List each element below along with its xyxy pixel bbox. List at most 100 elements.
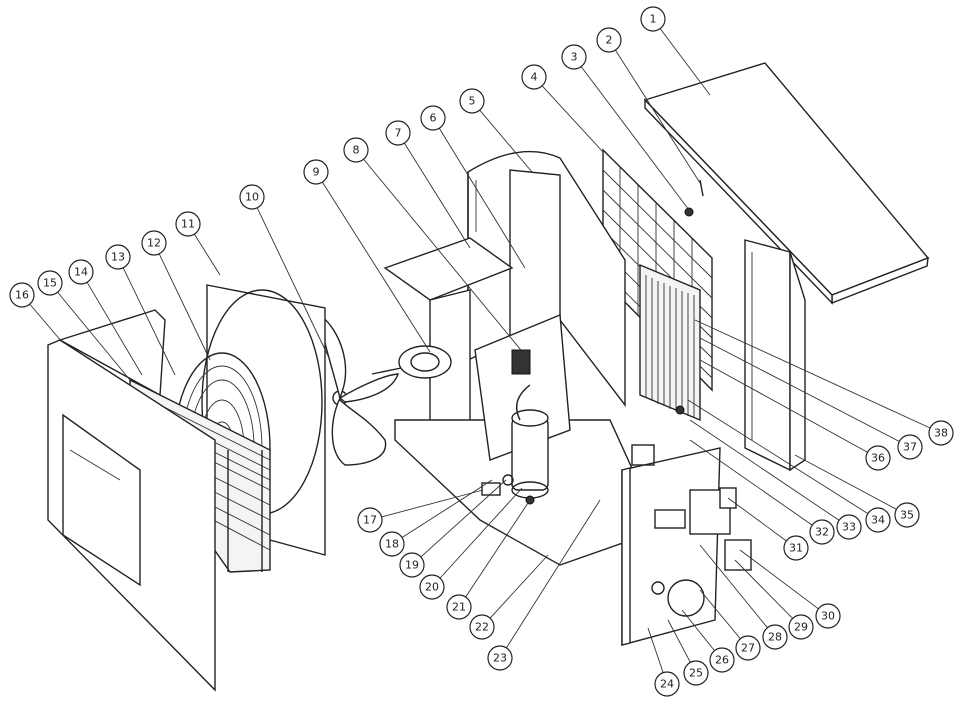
callout-leader-line	[401, 479, 493, 538]
callout-number: 8	[353, 144, 360, 157]
callout-8: 8	[343, 137, 526, 356]
callout-24: 24	[647, 627, 680, 697]
callout-bubble	[654, 671, 680, 697]
callout-28: 28	[699, 544, 788, 650]
callout-29: 29	[734, 559, 814, 640]
callout-10: 10	[239, 184, 331, 361]
callout-bubble	[865, 445, 891, 471]
callout-leader-line	[667, 619, 691, 663]
callout-number: 37	[903, 441, 917, 454]
callout-leader-line	[794, 454, 897, 510]
callout-16: 16	[9, 282, 63, 343]
callout-leader-line	[322, 181, 431, 353]
callout-bubble	[836, 514, 862, 540]
valve-fittings	[481, 474, 514, 496]
callout-36: 36	[699, 359, 891, 471]
callout-bubble	[239, 184, 265, 210]
callout-leader-line	[29, 303, 63, 343]
callout-number: 29	[794, 621, 808, 634]
callout-bubble	[459, 88, 485, 114]
callout-34: 34	[687, 399, 891, 533]
partition-panel	[383, 237, 514, 462]
callout-bubble	[487, 645, 513, 671]
callout-leader-line	[438, 127, 526, 269]
callout-bubble	[420, 105, 446, 131]
callout-30: 30	[739, 549, 841, 629]
fastener-parts	[684, 179, 704, 217]
callout-bubble	[303, 159, 329, 185]
callout-leader-line	[403, 142, 471, 249]
callout-bubble	[379, 531, 405, 557]
callout-9: 9	[303, 159, 431, 353]
callout-14: 14	[68, 259, 143, 376]
callout-number: 32	[815, 526, 829, 539]
callout-leader-line	[734, 559, 793, 619]
callout-leader-line	[479, 109, 533, 173]
callout-number: 2	[606, 34, 613, 47]
callout-leader-line	[681, 609, 715, 651]
evaporator-coil	[639, 263, 701, 422]
callout-number: 27	[741, 642, 755, 655]
callout-leader-line	[86, 282, 143, 376]
callout-11: 11	[175, 211, 221, 276]
callout-33: 33	[689, 419, 862, 540]
callout-bubble	[783, 535, 809, 561]
callout-bubble	[68, 259, 94, 285]
callout-bubble	[105, 244, 131, 270]
base-tray	[394, 419, 661, 566]
callout-leader-line	[489, 554, 549, 619]
callout-number: 31	[789, 542, 803, 555]
callout-number: 14	[74, 266, 88, 279]
callout-leader-line	[363, 158, 526, 356]
callout-21: 21	[446, 499, 531, 620]
fan-motor	[371, 345, 452, 379]
callout-bubble	[683, 660, 709, 686]
callout-number: 6	[430, 112, 437, 125]
callout-1: 1	[640, 6, 711, 96]
callout-bubble	[446, 594, 472, 620]
callout-number: 22	[475, 621, 489, 634]
callout-leader-line	[541, 85, 604, 153]
callout-bubble	[469, 614, 495, 640]
callout-number: 28	[768, 631, 782, 644]
callout-bubble	[596, 27, 622, 53]
callout-leader-line	[256, 207, 331, 361]
callout-12: 12	[141, 230, 211, 361]
callout-leader-line	[739, 549, 819, 610]
callout-bubble	[141, 230, 167, 256]
control-panel-assembly	[621, 444, 752, 646]
callout-leader-line	[439, 487, 523, 579]
callout-number: 3	[571, 51, 578, 64]
callout-5: 5	[459, 88, 533, 173]
callout-number: 36	[871, 452, 885, 465]
callout-bubble	[897, 434, 923, 460]
front-housing	[47, 309, 216, 692]
callout-number: 12	[147, 237, 161, 250]
callout-leader-line	[699, 544, 768, 628]
callout-7: 7	[385, 120, 471, 249]
callout-number: 19	[405, 559, 419, 572]
callout-37: 37	[699, 337, 923, 460]
callout-number: 4	[531, 71, 538, 84]
callout-number: 7	[395, 127, 402, 140]
callout-bubble	[788, 614, 814, 640]
callout-leader-line	[580, 66, 690, 211]
callout-bubble	[385, 120, 411, 146]
callout-bubble	[521, 64, 547, 90]
callout-bubble	[894, 502, 920, 528]
callout-13: 13	[105, 244, 176, 376]
callout-number: 11	[181, 218, 195, 231]
callout-bubble	[865, 507, 891, 533]
callout-23: 23	[487, 499, 601, 671]
callout-number: 15	[43, 277, 57, 290]
callout-27: 27	[699, 589, 761, 661]
callout-number: 26	[715, 654, 729, 667]
callout-number: 21	[452, 601, 466, 614]
callout-bubble	[399, 552, 425, 578]
callout-25: 25	[667, 619, 709, 686]
callout-22: 22	[469, 554, 549, 640]
callout-number: 33	[842, 521, 856, 534]
callout-leader-line	[647, 627, 664, 673]
callout-leader-line	[57, 291, 131, 381]
